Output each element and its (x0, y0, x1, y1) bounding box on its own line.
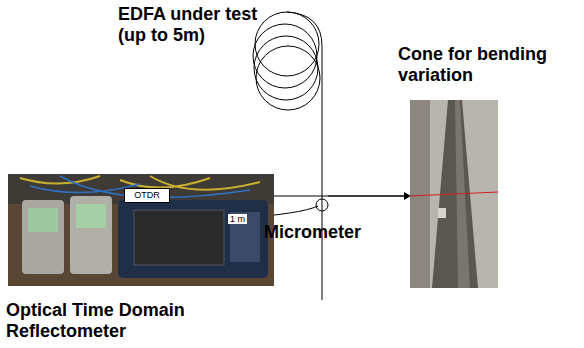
cone-photo (410, 100, 498, 288)
pointer-head (404, 192, 411, 200)
fiber-vertical (322, 46, 323, 300)
fiber-coil (253, 12, 322, 110)
length-label: 1 m (228, 214, 247, 224)
box-label: OTDR (134, 191, 160, 200)
otdr-photo (8, 174, 274, 286)
component-label: Optical Time Domain Reflectometer (6, 300, 216, 342)
component-label: Micrometer (264, 222, 361, 243)
micrometer-symbol (316, 199, 328, 211)
instrument-box: OTDR (124, 188, 170, 203)
component-label: Cone for bending variation (398, 44, 568, 86)
pointer-line (328, 196, 404, 197)
component-label: EDFA under test (up to 5m) (118, 4, 268, 46)
